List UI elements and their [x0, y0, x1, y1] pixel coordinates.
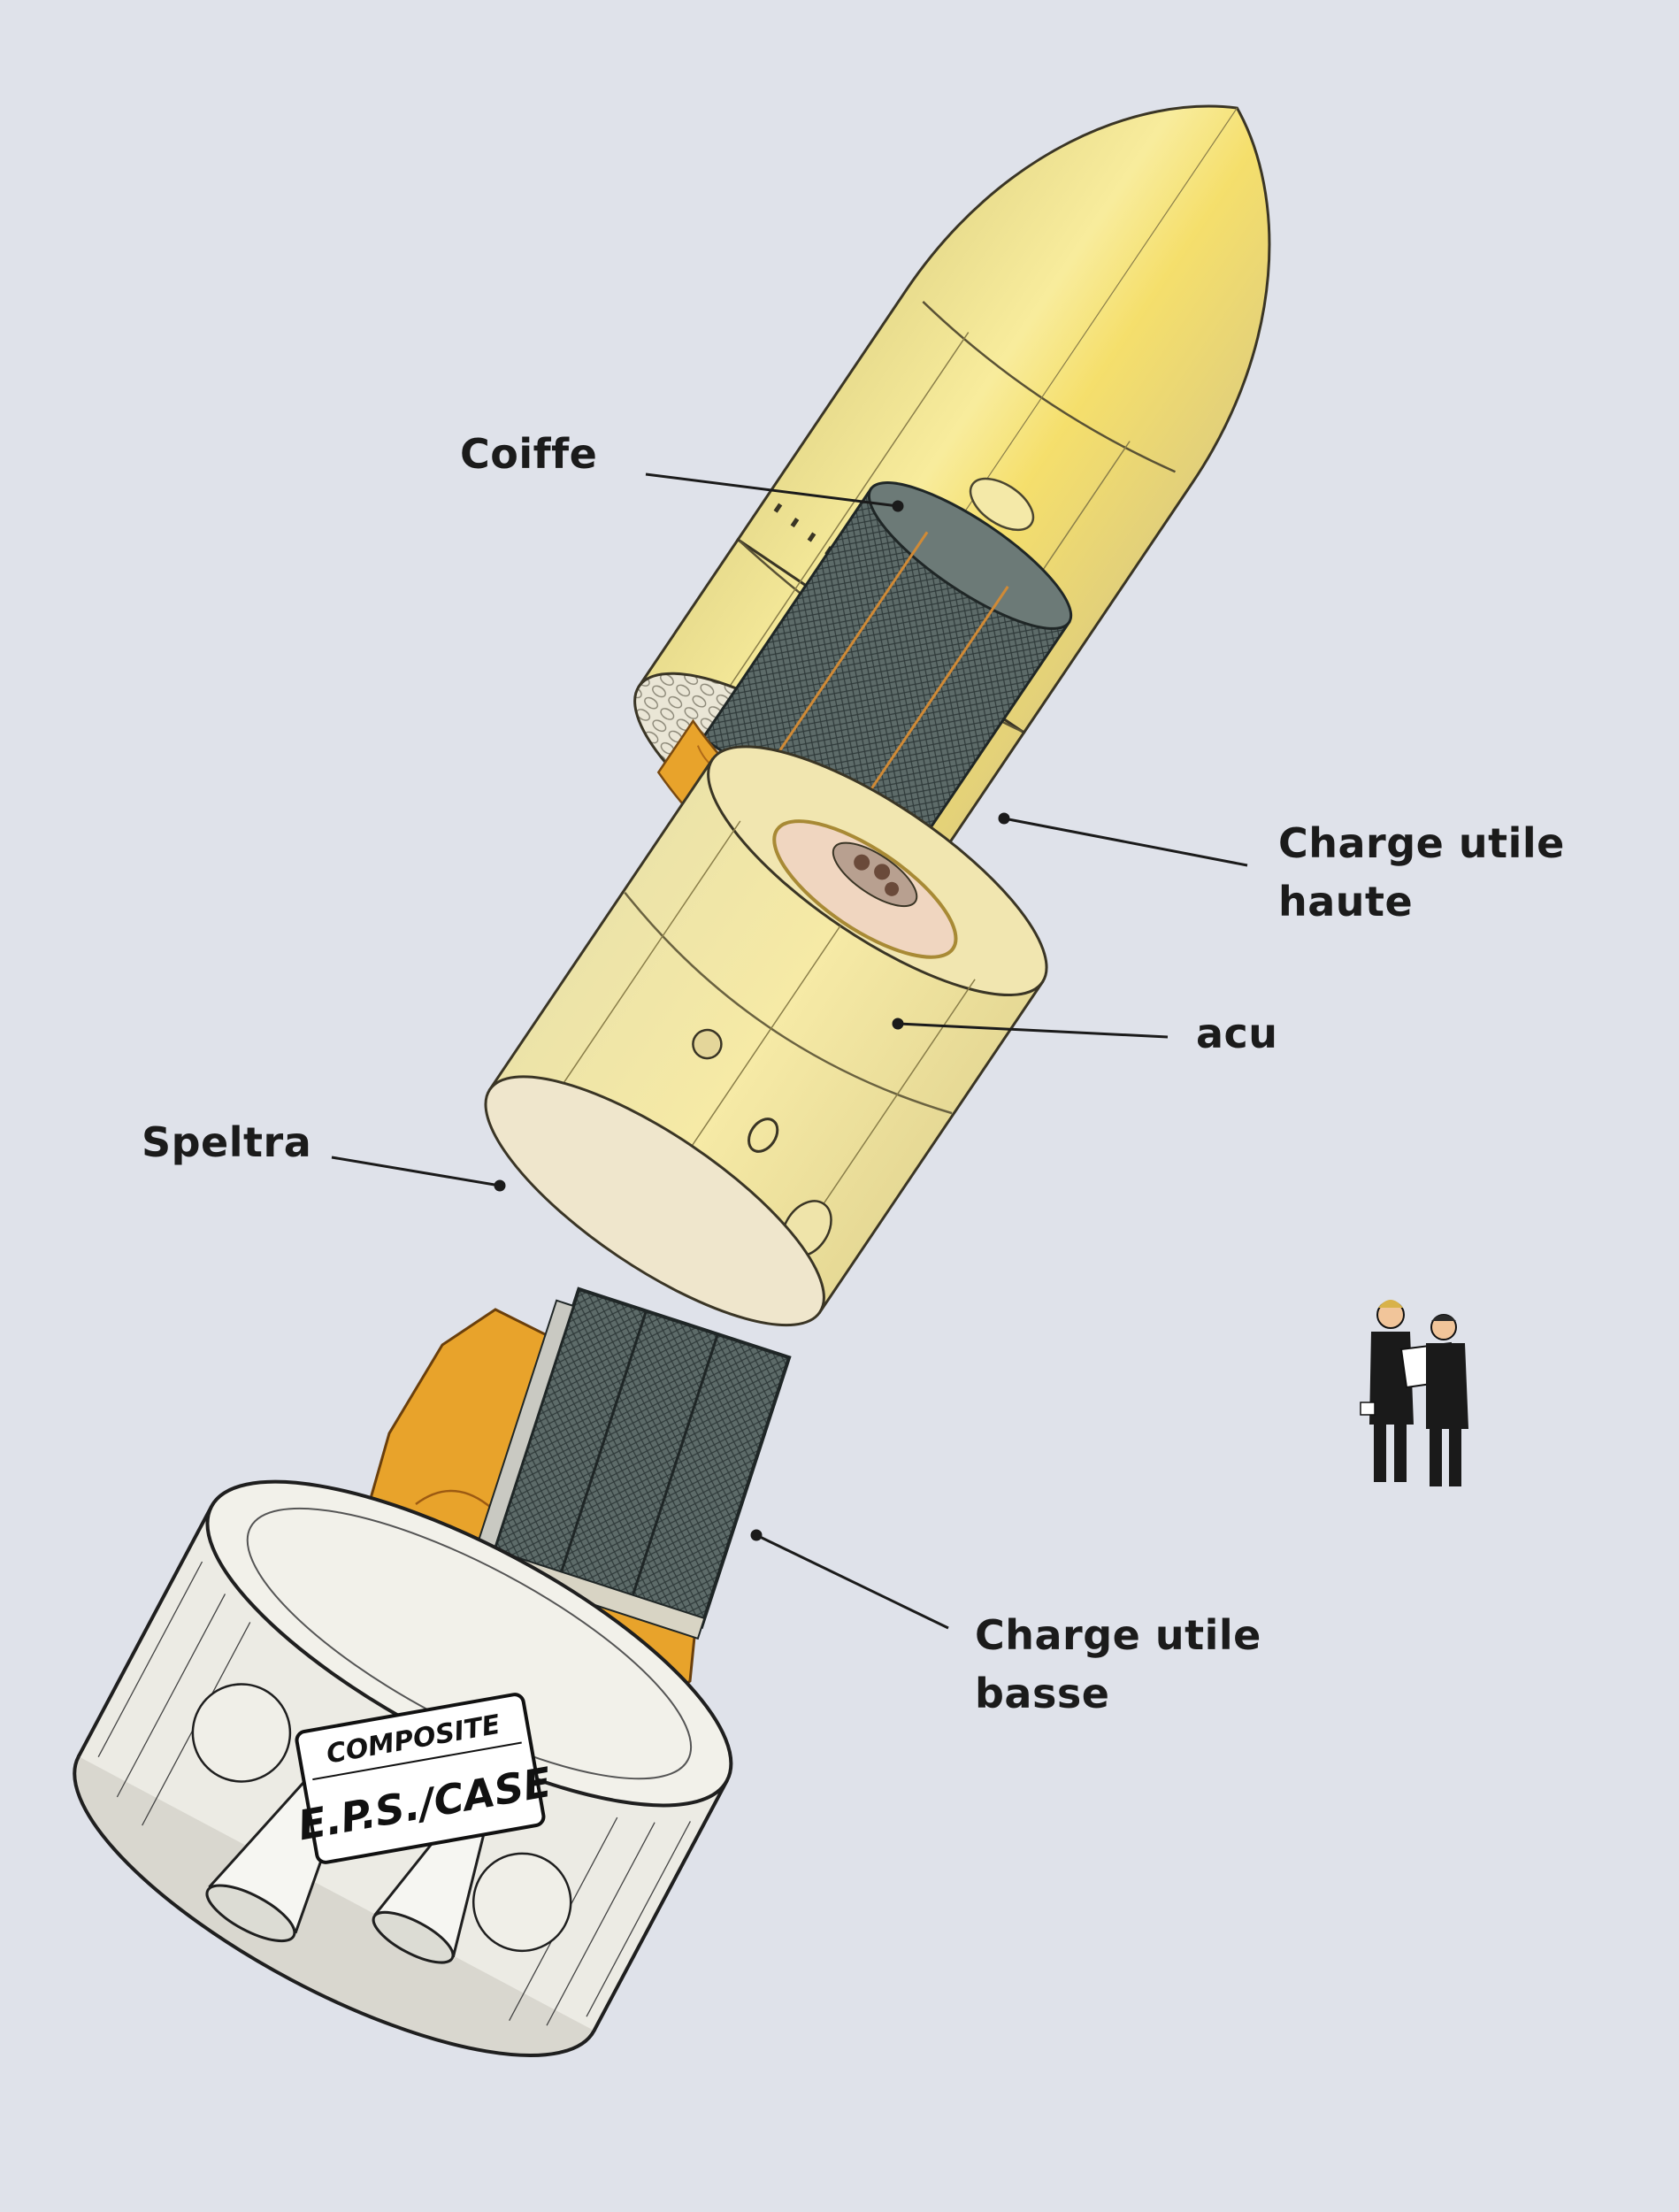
- leader-charge-haute: [1003, 817, 1248, 867]
- speltra-structure: [484, 745, 1048, 1327]
- label-charge-basse-line2: basse: [975, 1670, 1110, 1717]
- label-charge-haute-line1: Charge utile: [1278, 819, 1565, 867]
- leader-coiffe: [645, 472, 899, 508]
- leader-acu: [897, 1022, 1169, 1039]
- label-charge-utile-basse: Charge utile basse: [975, 1606, 1261, 1723]
- label-speltra: Speltra: [142, 1118, 312, 1166]
- leader-lines: [331, 472, 1248, 1630]
- label-coiffe: Coiffe: [460, 430, 598, 478]
- label-charge-utile-haute: Charge utile haute: [1278, 814, 1565, 931]
- label-charge-haute-line2: haute: [1278, 878, 1414, 926]
- leader-charge-basse: [755, 1533, 949, 1630]
- leader-speltra: [331, 1156, 501, 1187]
- label-acu: acu: [1196, 1010, 1278, 1057]
- label-charge-basse-line1: Charge utile: [975, 1611, 1261, 1659]
- people-figures: [1360, 1300, 1468, 1486]
